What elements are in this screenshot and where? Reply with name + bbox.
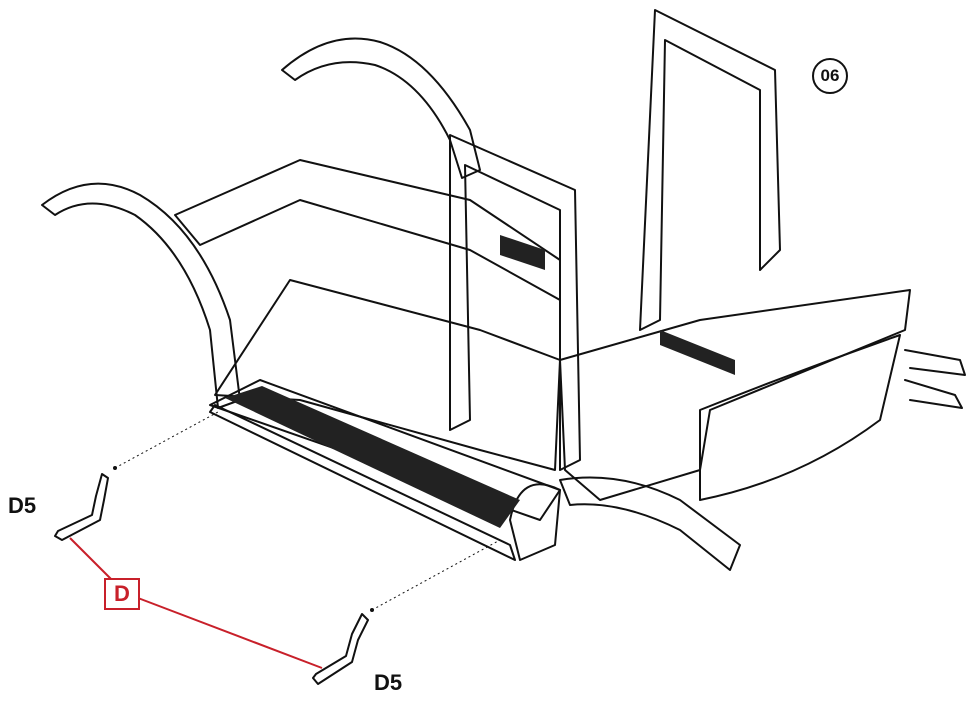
fender-front-left — [41, 182, 241, 409]
rear-step-bar-2 — [904, 379, 963, 409]
guide-dot-upper — [113, 466, 117, 470]
grab-bar-lower — [312, 613, 369, 685]
running-board-tread — [225, 386, 520, 528]
rear-tread-2 — [660, 330, 735, 375]
fender-back-left — [281, 37, 481, 179]
callout-line-upper — [69, 537, 113, 581]
callout-line-lower — [137, 597, 323, 669]
callout-box: D — [104, 578, 140, 610]
part-label-d5-upper: D5 — [8, 493, 37, 518]
step-number-badge: 06 — [812, 58, 848, 94]
body-tub — [559, 289, 911, 501]
side-panel-left — [214, 279, 561, 471]
guide-dot-lower — [370, 608, 374, 612]
chassis-frame-left — [174, 159, 561, 301]
part-label-d5-lower: D5 — [374, 670, 403, 695]
guide-line-lower — [371, 539, 501, 611]
guide-line-upper — [114, 411, 219, 469]
lower-edge — [209, 404, 516, 561]
rear-tread-1 — [500, 235, 545, 270]
rear-step-bar — [904, 349, 966, 376]
grab-bar-upper — [54, 473, 109, 541]
tub-front — [699, 334, 901, 501]
wheel-arch-front — [509, 483, 561, 561]
rear-frame — [639, 9, 781, 331]
fender-rear-right — [559, 476, 741, 571]
door-frame — [449, 134, 581, 471]
